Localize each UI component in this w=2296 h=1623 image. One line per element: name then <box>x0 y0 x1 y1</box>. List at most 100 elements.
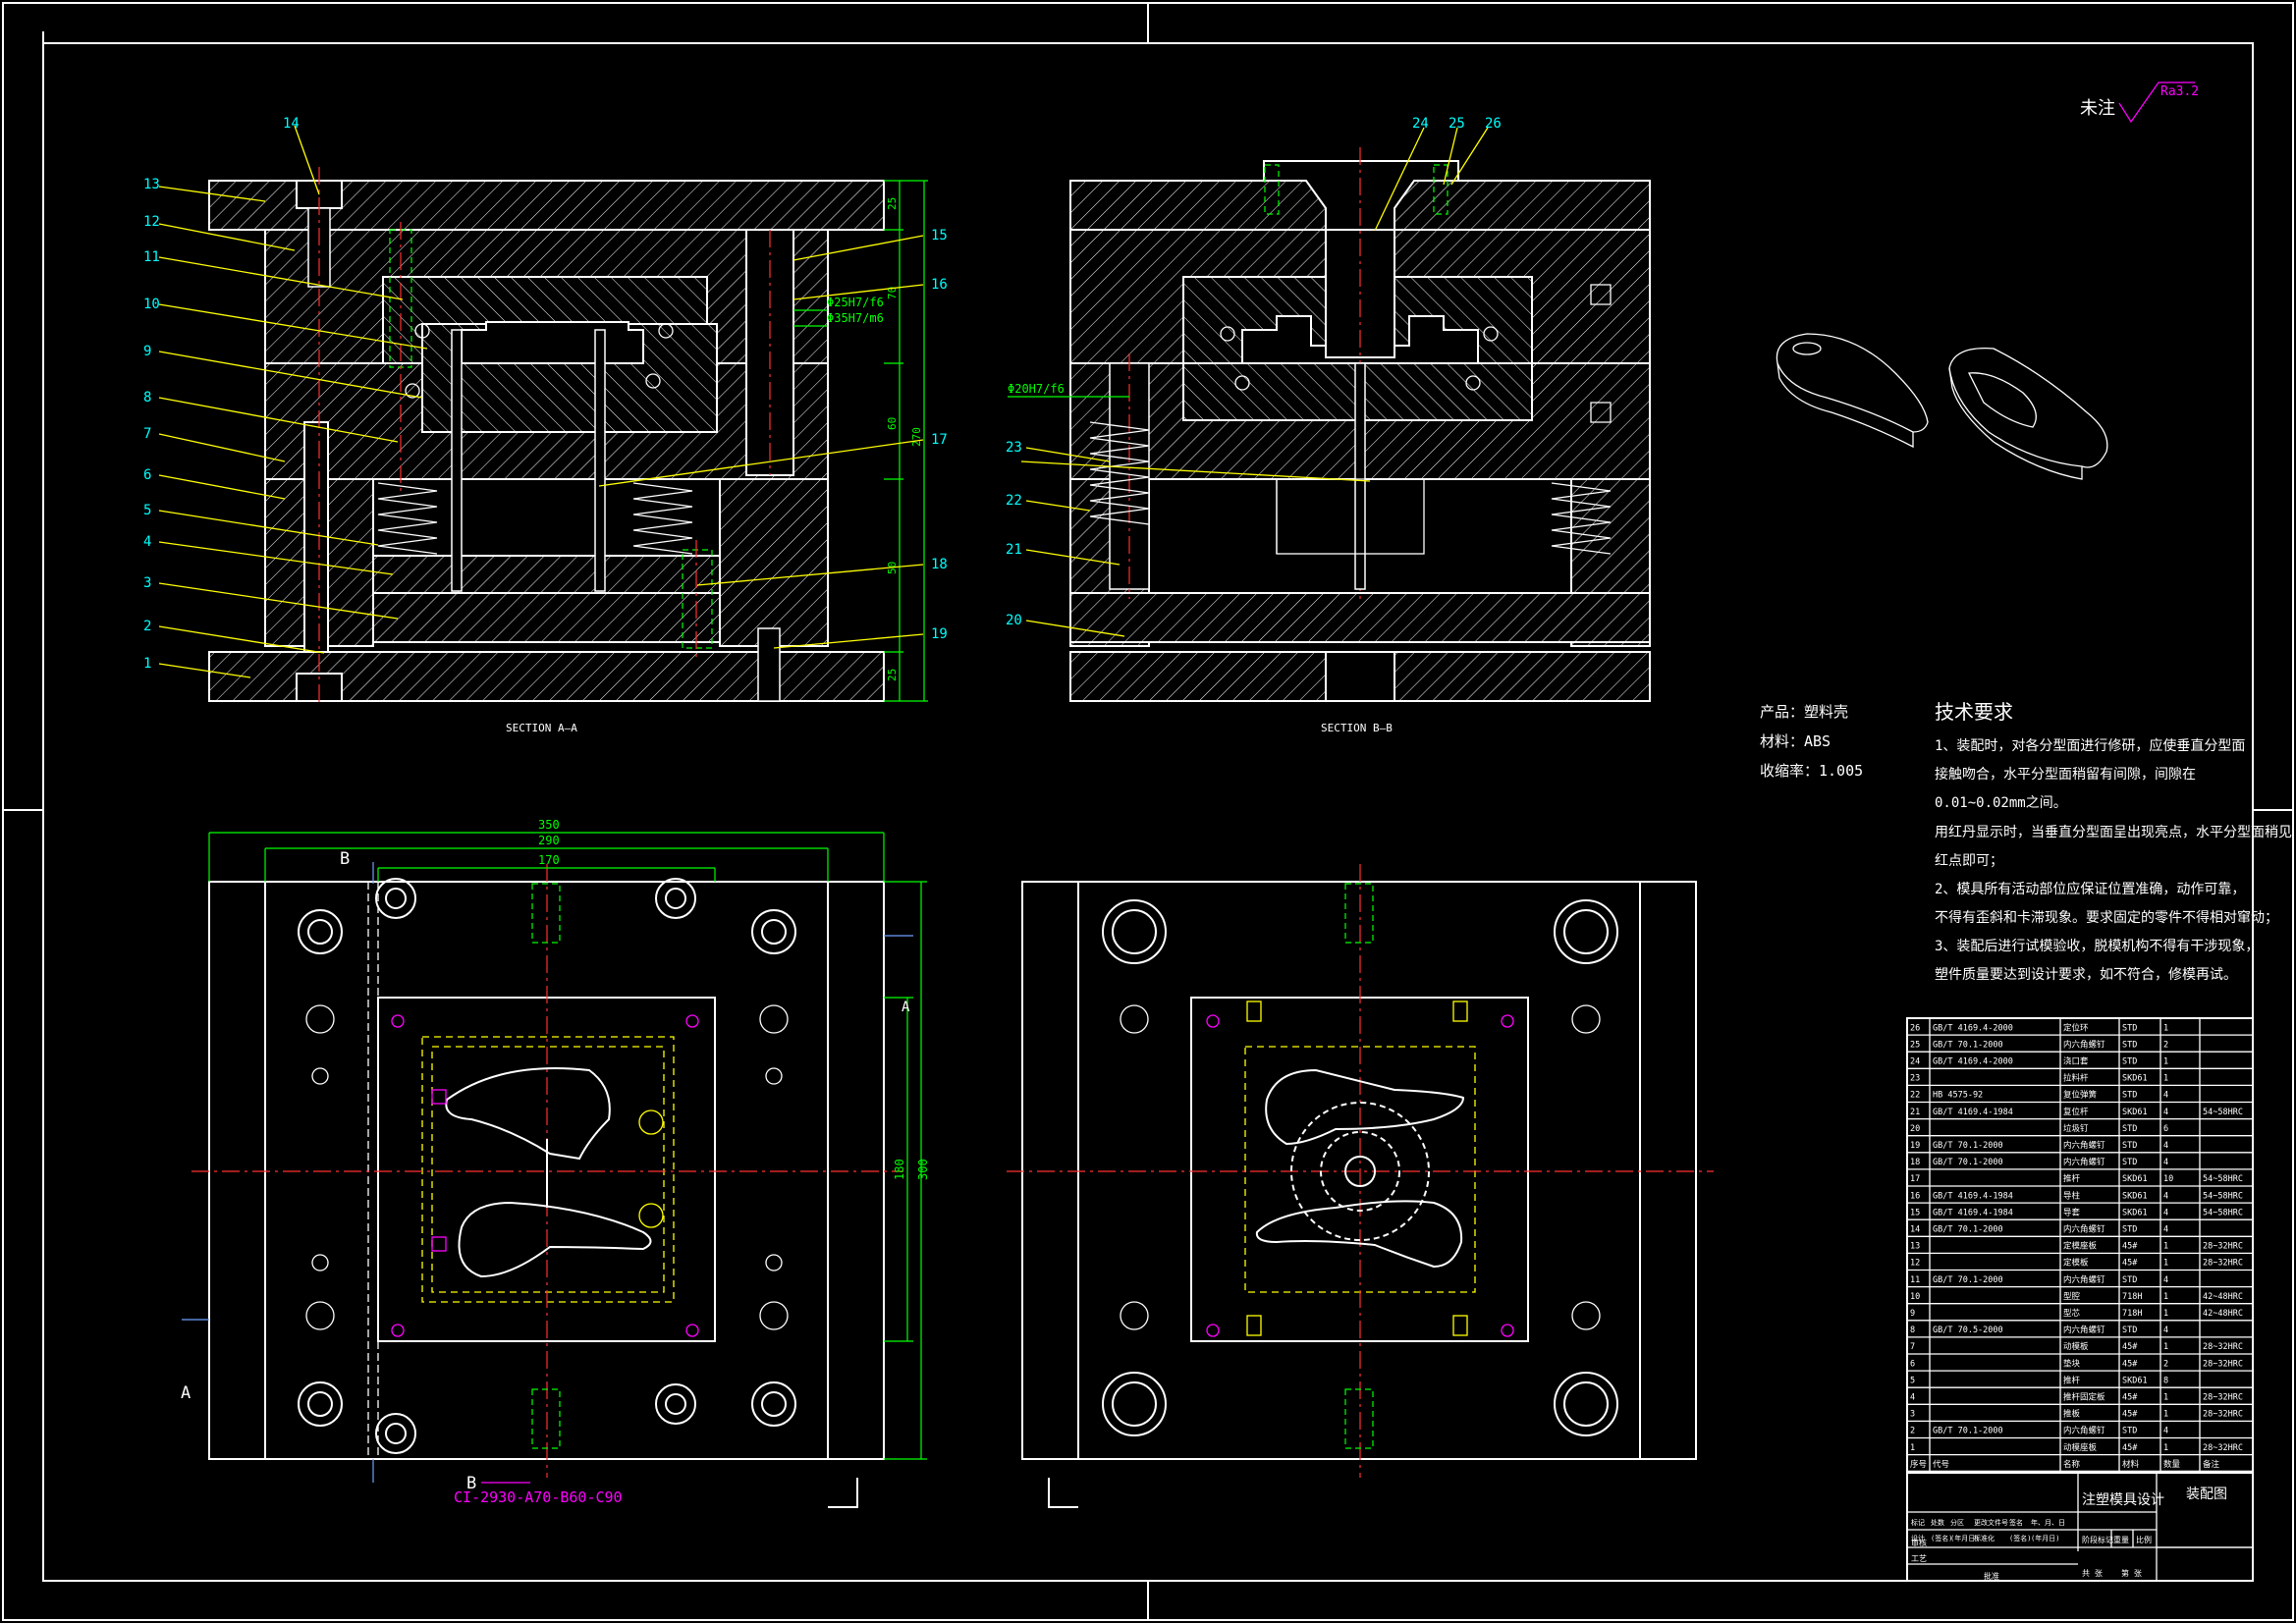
bom-cell: 28~32HRC <box>2203 1393 2243 1403</box>
bom-cell: 定位环 <box>2063 1022 2089 1033</box>
bom-cell: 1 <box>2163 1292 2168 1302</box>
bom-cell: STD <box>2122 1040 2137 1050</box>
bom-cell: 45# <box>2122 1393 2138 1403</box>
bom-cell: 1 <box>2163 1342 2168 1352</box>
bom-cell: 28~32HRC <box>2203 1443 2243 1453</box>
tech-line: 1、装配时，对各分型面进行修研，应使垂直分型面 <box>1935 737 2245 754</box>
callout-20: 20 <box>1006 613 1022 628</box>
bom-cell: 内六角螺钉 <box>2063 1140 2105 1151</box>
bom-cell: 11 <box>1910 1275 1920 1285</box>
bom-header-cell: 数量 <box>2163 1459 2181 1470</box>
callout-8: 8 <box>143 390 151 406</box>
sheet-number: 第 张 <box>2121 1568 2142 1578</box>
tech-line: 用红丹显示时，当垂直分型面呈出现亮点，水平分型面稍见 <box>1935 824 2292 840</box>
bom-cell: STD <box>2122 1091 2137 1101</box>
dim-170: 170 <box>538 853 560 867</box>
bom-cell: SKD61 <box>2122 1074 2148 1084</box>
bom-cell: 2 <box>1910 1427 1915 1436</box>
roughness-text: 未注 <box>2080 98 2115 119</box>
bom-cell: 28~32HRC <box>2203 1259 2243 1269</box>
title-block-label: (年月日) <box>2031 1534 2059 1542</box>
bom-cell: 1 <box>2163 1074 2168 1084</box>
bom-cell: 2 <box>2163 1359 2168 1369</box>
bom-cell: STD <box>2122 1427 2137 1436</box>
callout-21: 21 <box>1006 542 1022 558</box>
bom-cell: 导柱 <box>2063 1190 2081 1201</box>
bom-cell: 内六角螺钉 <box>2063 1157 2105 1167</box>
bom-cell: 内六角螺钉 <box>2063 1274 2105 1285</box>
fit-label: Φ25H7/f6 <box>827 296 884 309</box>
drawing-name: 装配图 <box>2186 1487 2227 1502</box>
callout-4: 4 <box>143 534 151 550</box>
bom-cell: 54~58HRC <box>2203 1108 2243 1117</box>
bom-cell: SKD61 <box>2122 1208 2148 1217</box>
bom-cell: 垫块 <box>2063 1358 2081 1369</box>
bom-cell: 1 <box>2163 1259 2168 1269</box>
callout-10: 10 <box>143 297 160 312</box>
tech-requirements: 技术要求 1、装配时，对各分型面进行修研，应使垂直分型面 接触吻合，水平分型面稍… <box>1935 700 2292 983</box>
callout-7: 7 <box>143 426 151 442</box>
bom-cell: GB/T 70.1-2000 <box>1933 1275 2003 1285</box>
bom-header-cell: 名称 <box>2063 1459 2081 1470</box>
plan-view-left: 350 290 170 180 300 B B A A CI-2930-A70-… <box>181 818 930 1506</box>
tech-line: 塑件质量要达到设计要求，如不符合，修模再试。 <box>1935 967 2237 983</box>
bom-cell: 定模板 <box>2063 1258 2089 1269</box>
callout-16: 16 <box>931 277 948 293</box>
bom-cell: GB/T 4169.4-1984 <box>1933 1108 2013 1117</box>
bom-cell: 动模座板 <box>2063 1442 2098 1453</box>
dim-290: 290 <box>538 834 560 847</box>
bom-cell: 4 <box>2163 1225 2168 1235</box>
section-mark-a-right: A <box>902 1000 910 1015</box>
title-block-label: (签名) <box>2009 1534 2031 1542</box>
product-name: 产品：塑料壳 <box>1760 703 1848 721</box>
bom-cell: 4 <box>2163 1427 2168 1436</box>
bom-cell: 17 <box>1910 1174 1920 1184</box>
bom-cell: 18 <box>1910 1158 1920 1167</box>
bom-cell: 拉料杆 <box>2063 1073 2089 1084</box>
bom-cell: GB/T 70.1-2000 <box>1933 1040 2003 1050</box>
bom-cell: 54~58HRC <box>2203 1191 2243 1201</box>
bom-cell: STD <box>2122 1275 2137 1285</box>
bom-cell: 6 <box>1910 1359 1915 1369</box>
bom-cell: 45# <box>2122 1259 2138 1269</box>
callout-11: 11 <box>143 249 160 265</box>
bom-cell: 20 <box>1910 1124 1920 1134</box>
bom-cell: 718H <box>2122 1309 2142 1319</box>
bom-cell: 22 <box>1910 1091 1920 1101</box>
craft-label: 工艺 <box>1911 1554 1927 1563</box>
product-shrink: 收缩率：1.005 <box>1760 762 1863 780</box>
title-block: 注塑模具设计 装配图 标记处数分区更改文件号签名年、月、日设计(签名)(年月日)… <box>1906 1472 2254 1582</box>
bom-cell: STD <box>2122 1141 2137 1151</box>
bom-cell: 10 <box>2163 1174 2173 1184</box>
title-block-label: (年月日) <box>1950 1534 1979 1542</box>
callout-26: 26 <box>1485 116 1502 132</box>
callout-24: 24 <box>1412 116 1429 132</box>
section-aa-label: SECTION A—A <box>506 722 577 734</box>
bom-cell: 4 <box>2163 1091 2168 1101</box>
callout-1: 1 <box>143 656 151 672</box>
bom-cell: STD <box>2122 1158 2137 1167</box>
bom-header-cell: 代号 <box>1933 1459 1949 1470</box>
dim-label: 25 <box>886 669 899 681</box>
bom-cell: 42~48HRC <box>2203 1309 2243 1319</box>
bom-cell: STD <box>2122 1325 2137 1335</box>
design-title: 注塑模具设计 <box>2082 1492 2164 1508</box>
bom-cell: 45# <box>2122 1342 2138 1352</box>
bom-cell: 复位杆 <box>2063 1107 2089 1117</box>
bom-cell: 型芯 <box>2063 1308 2081 1319</box>
bom-cell: GB/T 70.1-2000 <box>1933 1427 2003 1436</box>
tech-line: 3、装配后进行试模验收，脱模机构不得有干涉现象， <box>1935 938 2259 954</box>
bom-cell: 推板 <box>2063 1409 2081 1420</box>
bom-cell: 3 <box>1910 1410 1915 1420</box>
bom-cell: 复位弹簧 <box>2063 1090 2098 1101</box>
dim-label: 25 <box>886 197 899 210</box>
callout-13: 13 <box>143 177 160 192</box>
bom-cell: 1 <box>2163 1410 2168 1420</box>
callout-22: 22 <box>1006 493 1022 509</box>
callout-5: 5 <box>143 503 151 518</box>
dim-350: 350 <box>538 818 560 832</box>
title-block-label: 更改文件号 <box>1974 1518 2008 1527</box>
product-isometric <box>1776 333 2108 480</box>
approve-label: 批准 <box>1984 1571 1999 1581</box>
